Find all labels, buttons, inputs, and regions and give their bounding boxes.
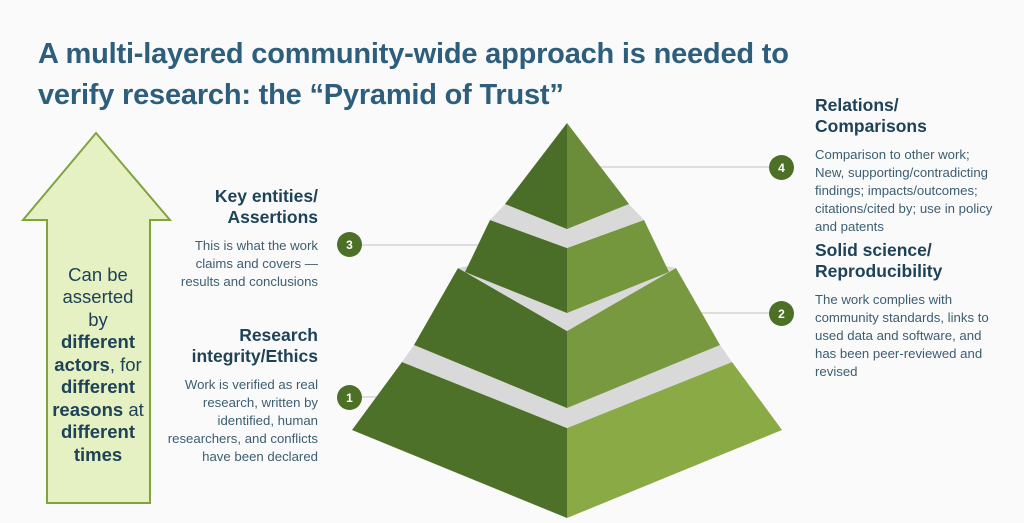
section-research-integrity: Research integrity/Ethics Work is verifi… <box>118 325 318 466</box>
up-arrow-shape <box>20 131 173 504</box>
level-badge-2: 2 <box>769 301 794 326</box>
section-solid-science-body: The work complies with community standar… <box>815 292 989 379</box>
pyramid-layer3-left-face <box>465 220 567 313</box>
arrow-caption-regular: at <box>128 398 144 420</box>
level-badge-3: 3 <box>337 232 362 257</box>
arrow-caption-regular: Can be asserted by <box>62 263 134 330</box>
level-badge-1: 1 <box>337 385 362 410</box>
pyramid-layer3-right-face <box>567 220 669 313</box>
arrow-caption-bold-times: different times <box>61 421 135 465</box>
section-relations-heading: Relations/ Comparisons <box>815 95 927 136</box>
level-badge-4: 4 <box>769 155 794 180</box>
pyramid-layer4-right-face <box>567 123 629 229</box>
section-relations: Relations/ Comparisons Comparison to oth… <box>815 95 1024 236</box>
section-solid-science: Solid science/ Reproducibility The work … <box>815 240 1024 381</box>
section-key-entities-heading: Key entities/ Assertions <box>214 186 318 227</box>
section-key-entities: Key entities/ Assertions This is what th… <box>118 186 318 291</box>
arrow-caption-bold-actors: different actors <box>54 331 135 375</box>
pyramid-layer1-right-face <box>567 362 782 518</box>
section-key-entities-body: This is what the work claims and covers … <box>180 238 318 289</box>
arrow-caption-bold-reasons: different reasons <box>52 376 135 420</box>
pyramid-layer2-right-face <box>567 268 720 408</box>
section-research-integrity-heading: Research integrity/Ethics <box>191 325 318 366</box>
pyramid-layer4-left-face <box>505 123 567 229</box>
pyramid-layer1-left-face <box>352 362 567 518</box>
pyramid-layer2-left-face <box>414 268 567 408</box>
arrow-caption: Can be asserted by different actors, for… <box>45 241 151 466</box>
page-title: A multi-layered community-wide approach … <box>38 38 789 111</box>
arrow-caption-regular: , for <box>109 353 142 375</box>
section-solid-science-heading: Solid science/ Reproducibility <box>815 240 943 281</box>
section-research-integrity-body: Work is verified as real research, writt… <box>167 377 318 464</box>
section-relations-body: Comparison to other work; New, supportin… <box>815 147 993 234</box>
